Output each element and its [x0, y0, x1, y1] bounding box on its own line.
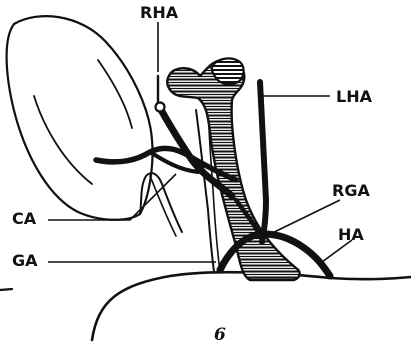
left-hepatic-artery [260, 82, 266, 242]
gallbladder-inner-contour [34, 96, 92, 184]
label-rha: RHA [140, 3, 179, 22]
label-ga: GA [12, 251, 38, 270]
right-hepatic-artery-end [156, 103, 165, 112]
label-ha: HA [338, 225, 364, 244]
duodenum-edge-mark [0, 289, 12, 290]
leader-rga [262, 200, 340, 238]
label-lha: LHA [336, 87, 373, 106]
leader-ca [48, 174, 176, 220]
portal-vein-left-branch [212, 58, 244, 84]
figure-number: 6 [214, 325, 226, 345]
label-ca: CA [12, 209, 37, 228]
duodenum-outline [92, 272, 411, 340]
gallbladder-outline [7, 16, 153, 220]
label-rga: RGA [332, 181, 370, 200]
